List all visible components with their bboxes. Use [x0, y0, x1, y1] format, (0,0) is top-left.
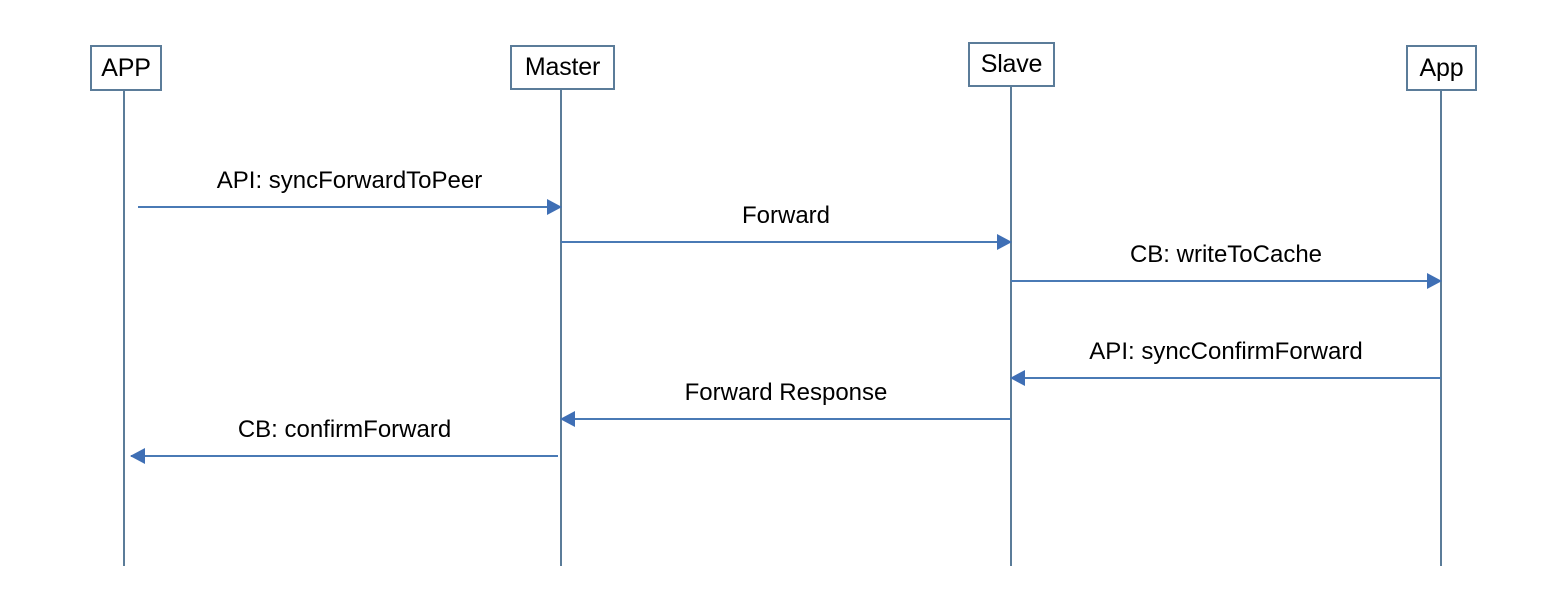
message-line-5	[561, 418, 1011, 420]
message-line-3	[1011, 280, 1441, 282]
message-line-1	[138, 206, 561, 208]
message-label-4: API: syncConfirmForward	[1089, 337, 1363, 365]
participant-label-app-right: App	[1419, 53, 1464, 82]
participant-label-app-left: APP	[101, 53, 151, 82]
message-label-6: CB: confirmForward	[237, 415, 452, 443]
lifeline-slave	[1010, 87, 1012, 566]
message-label-3: CB: writeToCache	[1129, 240, 1323, 268]
participant-box-master[interactable]: Master	[510, 45, 615, 90]
arrowhead-right-icon-2	[997, 234, 1012, 250]
message-line-4	[1011, 377, 1441, 379]
message-line-6	[131, 455, 558, 457]
message-label-5: Forward Response	[684, 378, 888, 406]
participant-box-app-right[interactable]: App	[1406, 45, 1477, 91]
message-label-2: Forward	[741, 201, 831, 229]
arrowhead-left-icon-5	[560, 411, 575, 427]
message-label-1: API: syncForwardToPeer	[216, 166, 483, 194]
participant-box-slave[interactable]: Slave	[968, 42, 1055, 87]
arrowhead-left-icon-6	[130, 448, 145, 464]
participant-box-app-left[interactable]: APP	[90, 45, 162, 91]
message-line-2	[561, 241, 1011, 243]
participant-label-master: Master	[524, 53, 601, 81]
lifeline-master	[560, 90, 562, 566]
lifeline-app-right	[1440, 91, 1442, 566]
arrowhead-right-icon-1	[547, 199, 562, 215]
participant-label-slave: Slave	[980, 50, 1043, 78]
arrowhead-left-icon-4	[1010, 370, 1025, 386]
lifeline-app-left	[123, 91, 125, 566]
arrowhead-right-icon-3	[1427, 273, 1442, 289]
